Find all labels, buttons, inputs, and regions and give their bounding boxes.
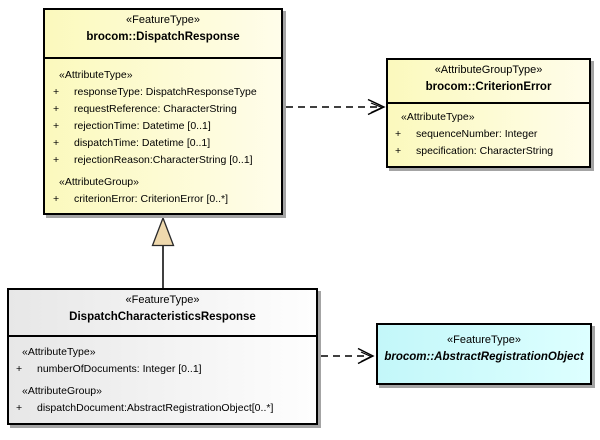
class-name: brocom::AbstractRegistrationObject	[384, 351, 584, 363]
attribute-text: specification: CharacterString	[416, 145, 554, 157]
attributes-compartment: «AttributeType» + sequenceNumber: Intege…	[388, 104, 589, 160]
section-label: «AttributeGroup»	[59, 176, 139, 188]
visibility-marker: +	[395, 128, 402, 140]
stereotype-label: «AttributeGroupType»	[434, 64, 543, 76]
attribute-text: requestReference: CharacterString	[74, 103, 237, 115]
section-label: «AttributeGroup»	[22, 385, 102, 397]
class-box-criterion-error[interactable]: «AttributeGroupType» brocom::CriterionEr…	[386, 58, 591, 168]
class-box-dispatch-characteristics-response[interactable]: «FeatureType» DispatchCharacteristicsRes…	[7, 288, 318, 425]
attribute-text: rejectionReason:CharacterString [0..1]	[74, 154, 253, 166]
attributes-compartment: «AttributeType» + responseType: Dispatch…	[45, 59, 281, 208]
attribute-text: rejectionTime: Datetime [0..1]	[74, 120, 211, 132]
visibility-marker: +	[53, 137, 60, 149]
class-name: brocom::CriterionError	[425, 81, 552, 93]
dependency-arrow-abstract-registration-object[interactable]	[321, 347, 375, 365]
class-header: «AttributeGroupType» brocom::CriterionEr…	[388, 60, 589, 104]
class-name: DispatchCharacteristicsResponse	[69, 311, 256, 323]
stereotype-label: «FeatureType»	[126, 14, 200, 26]
visibility-marker: +	[16, 363, 23, 375]
dependency-arrow-criterion-error[interactable]	[286, 98, 386, 116]
section-label: «AttributeType»	[59, 69, 133, 81]
attribute-row: + rejectionTime: Datetime [0..1]	[49, 118, 279, 135]
visibility-marker: +	[53, 154, 60, 166]
stereotype-label: «FeatureType»	[447, 334, 521, 346]
class-header: «FeatureType» brocom::DispatchResponse	[45, 10, 281, 59]
attribute-text: numberOfDocuments: Integer [0..1]	[37, 363, 202, 375]
attribute-text: responseType: DispatchResponseType	[74, 86, 257, 98]
visibility-marker: +	[16, 402, 23, 414]
stereotype-label: «FeatureType»	[125, 294, 200, 306]
attribute-text: sequenceNumber: Integer	[416, 128, 538, 140]
attributes-compartment: «AttributeType» + numberOfDocuments: Int…	[9, 337, 316, 417]
generalization-arrow[interactable]	[151, 216, 175, 288]
visibility-marker: +	[53, 103, 60, 115]
class-header: «FeatureType» brocom::AbstractRegistrati…	[378, 325, 590, 390]
attribute-row: + dispatchDocument:AbstractRegistrationO…	[12, 400, 314, 417]
attribute-text: dispatchTime: Datetime [0..1]	[74, 137, 211, 149]
attribute-row: + requestReference: CharacterString	[49, 101, 279, 118]
visibility-marker: +	[53, 120, 60, 132]
attribute-text: dispatchDocument:AbstractRegistrationObj…	[37, 402, 274, 414]
class-name: brocom::DispatchResponse	[86, 31, 240, 43]
class-box-dispatch-response[interactable]: «FeatureType» brocom::DispatchResponse «…	[43, 8, 283, 215]
class-box-abstract-registration-object[interactable]: «FeatureType» brocom::AbstractRegistrati…	[376, 323, 592, 385]
section-label: «AttributeType»	[22, 346, 96, 358]
attribute-row: + numberOfDocuments: Integer [0..1]	[12, 361, 314, 378]
visibility-marker: +	[53, 86, 60, 98]
attribute-row: + dispatchTime: Datetime [0..1]	[49, 135, 279, 152]
attribute-text: criterionError: CriterionError [0..*]	[74, 193, 229, 205]
attribute-row: + criterionError: CriterionError [0..*]	[49, 191, 279, 208]
attribute-row: + specification: CharacterString	[391, 143, 587, 160]
visibility-marker: +	[53, 193, 60, 205]
section-label: «AttributeType»	[401, 111, 475, 123]
attribute-row: + rejectionReason:CharacterString [0..1]	[49, 152, 279, 169]
visibility-marker: +	[395, 145, 402, 157]
class-header: «FeatureType» DispatchCharacteristicsRes…	[9, 290, 316, 337]
attribute-row: + responseType: DispatchResponseType	[49, 84, 279, 101]
attribute-row: + sequenceNumber: Integer	[391, 126, 587, 143]
